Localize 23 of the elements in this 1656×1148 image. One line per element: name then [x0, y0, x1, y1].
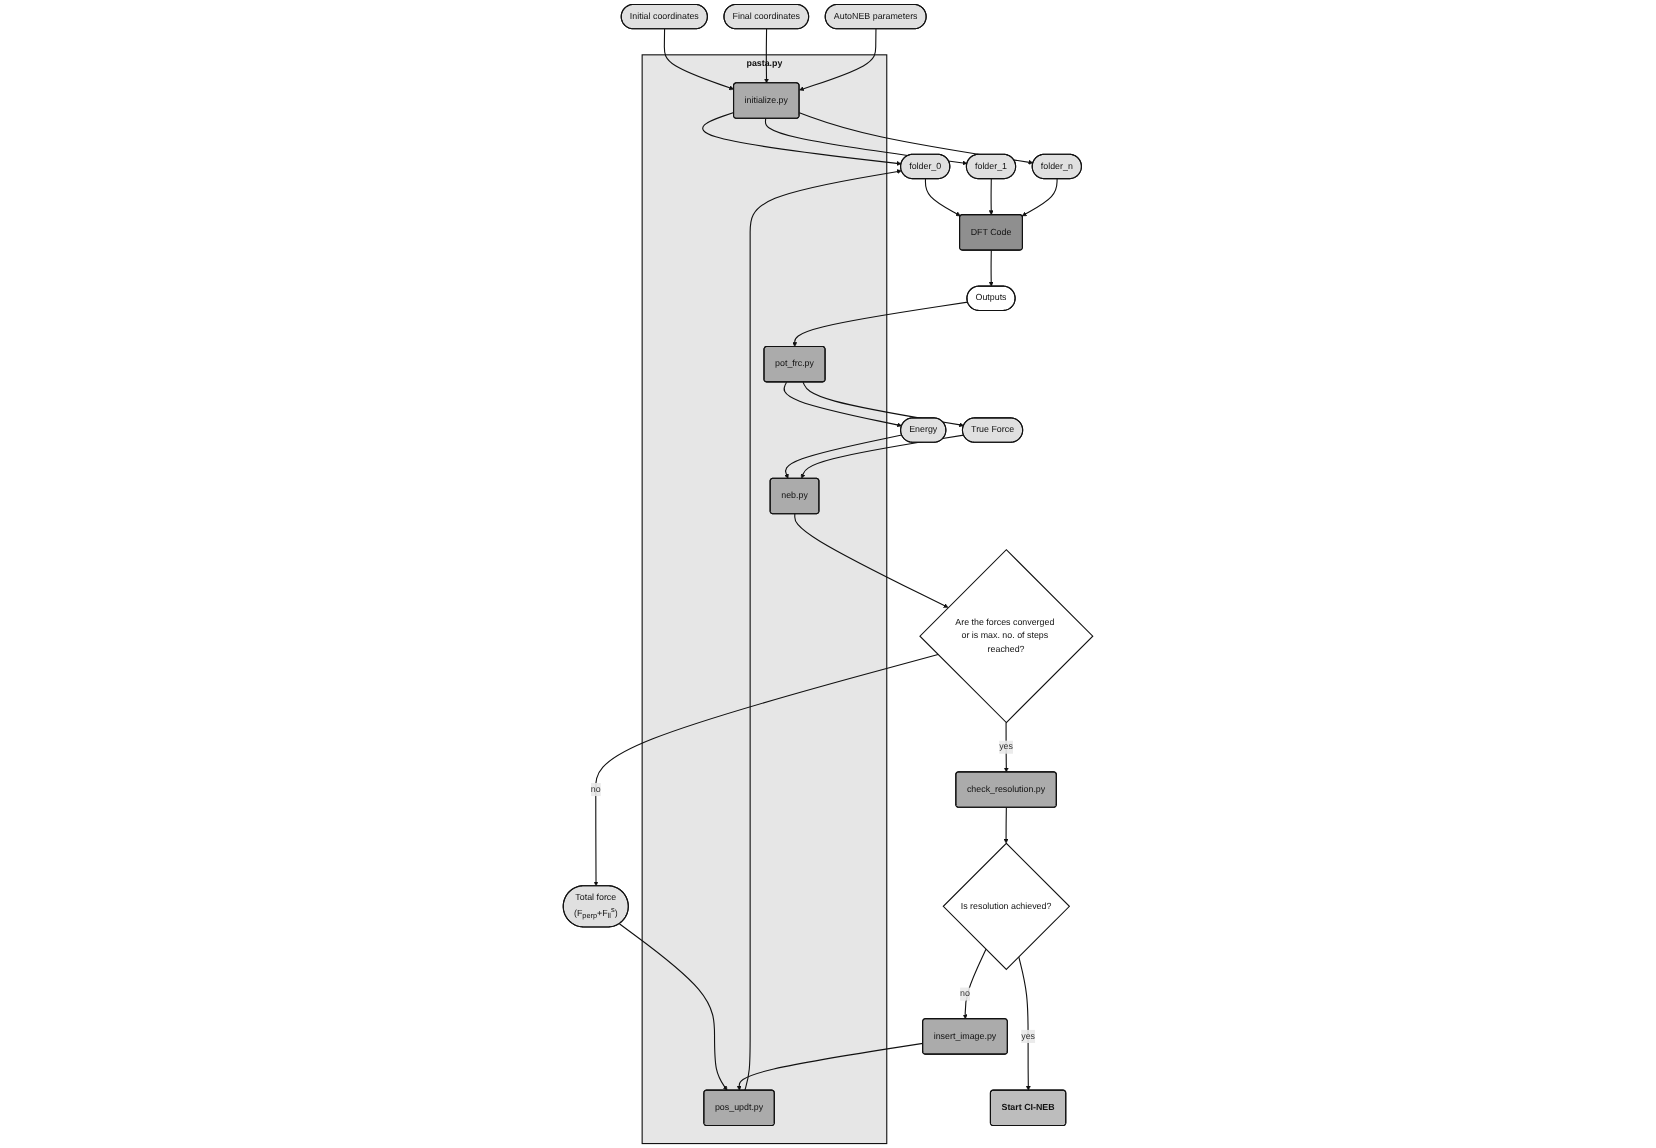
arrow [962, 948, 987, 1020]
arrow [783, 381, 902, 428]
arrow [1003, 721, 1009, 773]
arrow [593, 653, 939, 887]
arrow [744, 169, 902, 1091]
arrow [663, 28, 735, 91]
arrow [802, 381, 964, 428]
arrow [1003, 807, 1009, 844]
arrow [784, 434, 903, 479]
arrow [988, 178, 994, 216]
arrow [924, 178, 961, 217]
arrow [792, 301, 969, 347]
arrow [1018, 956, 1031, 1091]
arrow [798, 112, 1034, 165]
arrow [988, 249, 994, 287]
arrow [1021, 178, 1058, 217]
arrow [794, 513, 949, 608]
arrow [800, 434, 965, 479]
arrow [799, 28, 877, 92]
arrow [618, 923, 728, 1091]
arrow [736, 1042, 924, 1091]
arrow [764, 28, 769, 84]
arrow [702, 111, 902, 166]
